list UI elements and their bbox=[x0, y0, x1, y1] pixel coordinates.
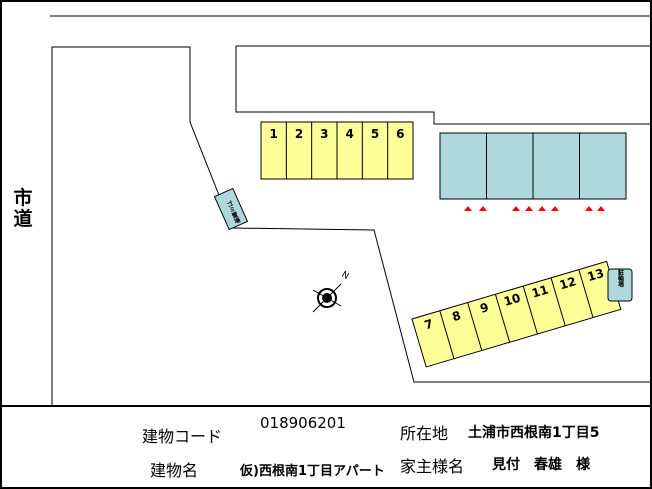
parking-slot-divider bbox=[550, 277, 566, 326]
parking-slot-divider bbox=[439, 310, 455, 359]
parking-slot-number: 12 bbox=[558, 274, 578, 292]
parking-slot-number: 10 bbox=[502, 291, 522, 309]
entrance-marker-icon bbox=[464, 206, 472, 211]
parking-slot-divider bbox=[578, 269, 594, 318]
building-code-value: 018906201 bbox=[260, 414, 346, 432]
apartment-building bbox=[439, 132, 627, 200]
parking-slot-divider bbox=[522, 285, 538, 335]
plot-boundary-bottom bbox=[231, 227, 650, 383]
entrance-marker-icon bbox=[551, 206, 559, 211]
garbage-station: ゴミ置場 bbox=[213, 187, 249, 231]
parking-row-top-dividers bbox=[285, 122, 389, 179]
compass-rose: N bbox=[312, 270, 351, 313]
parking-row-bottom: 789 10 11 12 13 bbox=[411, 260, 622, 368]
parking-slot-number: 1 bbox=[269, 127, 277, 141]
building-name-value: 仮)西根南1丁目アパート bbox=[240, 464, 385, 479]
owner-value: 見付 春雄 様 bbox=[492, 457, 590, 473]
entrance-marker-icon bbox=[597, 206, 605, 211]
entrance-marker-icon bbox=[525, 206, 533, 211]
location-value: 土浦市西根南1丁目5 bbox=[468, 425, 600, 441]
compass-cross bbox=[312, 289, 342, 307]
entrance-markers bbox=[464, 206, 605, 211]
building-name-label: 建物名 bbox=[150, 461, 199, 480]
parking-slot-number: 5 bbox=[371, 127, 379, 141]
compass-circle bbox=[317, 288, 337, 308]
entrance-marker-icon bbox=[585, 206, 593, 211]
parking-row-bottom-labels: 789 10 11 12 13 bbox=[423, 266, 606, 332]
parking-row-top: 1 2 3 4 5 6 bbox=[260, 121, 414, 180]
location-label: 所在地 bbox=[400, 424, 449, 443]
parking-slot-number: 8 bbox=[451, 308, 463, 324]
bike-shed-label: 駐輪場 bbox=[617, 268, 624, 288]
entrance-marker-icon bbox=[479, 206, 487, 211]
parking-slot-number: 7 bbox=[423, 317, 435, 333]
compass-north-label: N bbox=[340, 270, 351, 282]
parking-slot-number: 11 bbox=[530, 282, 550, 300]
garbage-station-box bbox=[213, 187, 249, 231]
parking-slot-number: 9 bbox=[478, 300, 490, 316]
plot-boundary-left bbox=[51, 46, 233, 406]
bike-shed-box bbox=[607, 268, 633, 302]
parking-slot-divider bbox=[467, 302, 483, 351]
parking-slot-number: 13 bbox=[586, 266, 606, 284]
parking-slot-divider bbox=[494, 294, 511, 343]
parking-slot-number: 2 bbox=[295, 127, 303, 141]
building-unit-dividers bbox=[486, 133, 580, 199]
parking-row-bottom-dividers bbox=[439, 269, 594, 359]
parking-slot-number: 4 bbox=[345, 127, 353, 141]
owner-label: 家主様名 bbox=[400, 457, 465, 476]
parking-slot-number: 3 bbox=[320, 127, 328, 141]
entrance-marker-icon bbox=[512, 206, 520, 211]
parking-slot-number: 6 bbox=[396, 127, 404, 141]
parking-row-top-labels: 1 2 3 4 5 6 bbox=[269, 127, 404, 141]
entrance-marker-icon bbox=[538, 206, 546, 211]
building-code-label: 建物コード bbox=[142, 427, 223, 446]
plot-boundary-right bbox=[235, 46, 650, 125]
road-label: 市 道 bbox=[13, 187, 33, 230]
bike-shed: 駐輪場 bbox=[607, 268, 633, 302]
